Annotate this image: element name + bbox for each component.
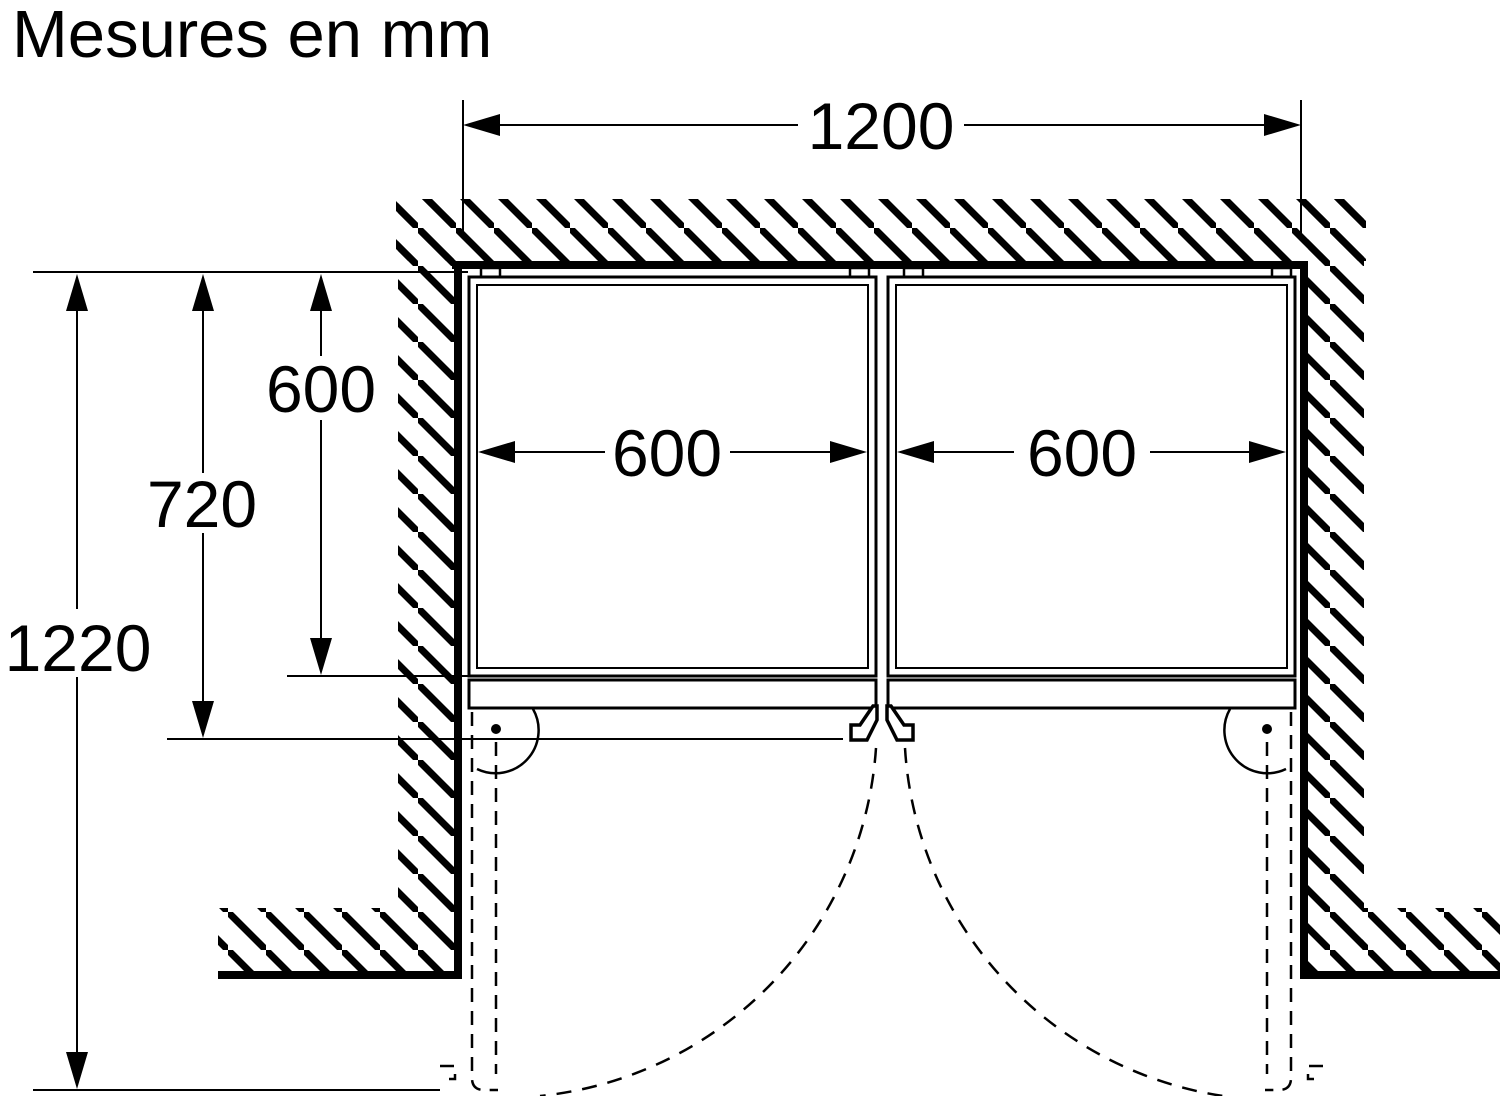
dim-left-appliance-width: 600 <box>478 416 867 490</box>
dim-niche-width: 1200 <box>463 89 1301 163</box>
diagram-title: Mesures en mm <box>12 0 492 72</box>
dim-depth-door-open: 1220 <box>5 274 152 1089</box>
arrowhead-left-icon <box>478 441 515 463</box>
floor-hatch-right <box>1362 908 1500 971</box>
arrowhead-up-icon <box>310 274 332 311</box>
arrowhead-up-icon <box>192 274 214 311</box>
dim-value-right-appliance-width: 600 <box>1027 416 1137 490</box>
dim-value-depth-with-door: 720 <box>147 467 257 541</box>
wall-hatch-right <box>1308 199 1364 971</box>
pivot-point-left <box>491 724 501 734</box>
door-swing-arc-left <box>539 747 878 1096</box>
arrowhead-down-icon <box>192 701 214 738</box>
open-door-projections <box>440 712 1323 1096</box>
arrowhead-right-icon <box>1264 114 1301 136</box>
open-door-left-handle <box>440 1064 457 1081</box>
dim-right-appliance-width: 600 <box>897 416 1286 490</box>
arrowhead-down-icon <box>66 1052 88 1089</box>
appliance-body-outline <box>886 275 1297 678</box>
hinge-foot-left <box>849 704 879 742</box>
hinge-arc-right <box>1223 708 1287 775</box>
dim-depth-with-door: 720 <box>147 274 257 738</box>
appliance-door-closed <box>467 678 878 710</box>
dim-value-depth-door-open: 1220 <box>5 611 152 685</box>
pivot-point-right <box>1262 724 1272 734</box>
niche-walls <box>218 199 1500 979</box>
floor-hatch-left <box>218 908 398 971</box>
dim-value-niche-width: 1200 <box>808 89 955 163</box>
appliance-right <box>886 266 1297 710</box>
appliance-body-inner-outline <box>476 284 869 669</box>
open-door-right-handle <box>1306 1064 1323 1081</box>
dim-value-body-depth: 600 <box>266 352 376 426</box>
dim-value-left-appliance-width: 600 <box>612 416 722 490</box>
appliance-body-outline <box>467 275 878 678</box>
arrowhead-up-icon <box>66 274 88 311</box>
wall-hatch-top <box>396 199 1366 261</box>
door-pivots <box>476 708 1287 775</box>
wall-hatch-left <box>398 199 454 971</box>
appliance-body-inner-outline <box>895 284 1288 669</box>
open-door-right-outer-face <box>1265 712 1293 1092</box>
center-hinges <box>849 704 915 742</box>
hinge-arc-left <box>476 708 540 775</box>
arrowhead-left-icon <box>897 441 934 463</box>
appliance-door-closed <box>886 678 1297 710</box>
appliance-left <box>467 266 878 710</box>
hinge-foot-right <box>885 704 915 742</box>
arrowhead-left-icon <box>463 114 500 136</box>
arrowhead-right-icon <box>1249 441 1286 463</box>
dim-body-depth: 600 <box>266 274 376 675</box>
arrowhead-down-icon <box>310 638 332 675</box>
arrowhead-right-icon <box>830 441 867 463</box>
open-door-left-outer-face <box>470 712 498 1092</box>
reference-lines <box>33 100 1302 1091</box>
